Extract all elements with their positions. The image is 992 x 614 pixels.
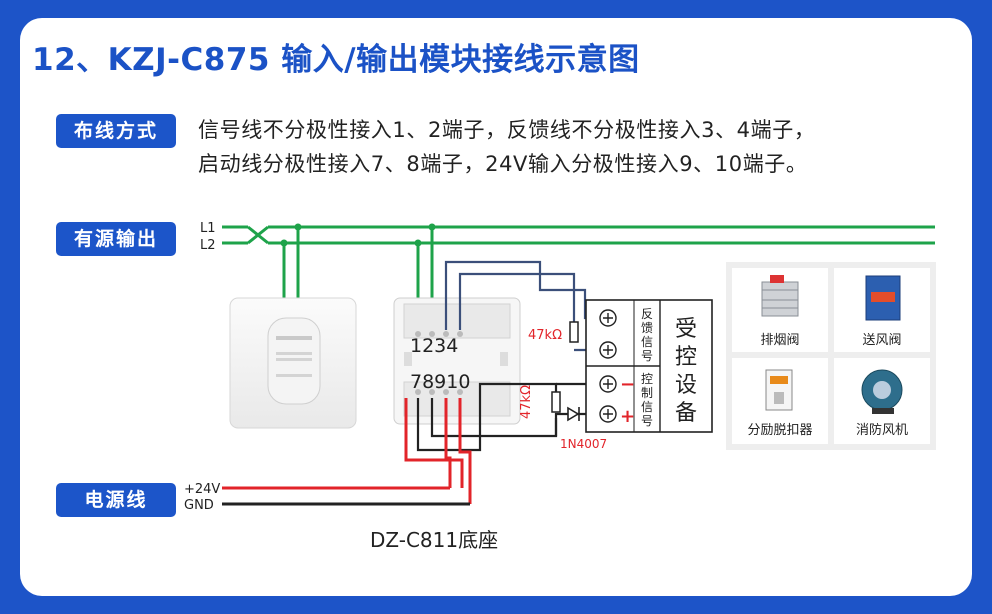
- feedback-signal-label: 反 馈 信 号: [641, 307, 653, 363]
- fire-fan-icon: [861, 369, 903, 414]
- dz-c811-base: [393, 297, 521, 425]
- svg-text:设: 设: [675, 373, 697, 398]
- wiring-method-tag: 布线方式: [56, 114, 176, 148]
- plus-terminal: +: [620, 406, 635, 427]
- svg-text:受: 受: [675, 317, 697, 342]
- diode-1n4007: [567, 406, 580, 422]
- svg-text:控: 控: [675, 345, 697, 370]
- terminal-screws: [599, 309, 617, 423]
- svg-text:信: 信: [641, 335, 653, 349]
- power-line-tag: 电源线: [56, 483, 176, 517]
- svg-text:备: 备: [675, 401, 697, 426]
- page-title: 12、KZJ-C875 输入/输出模块接线示意图: [32, 42, 640, 78]
- device-label: 分励脱扣器: [747, 423, 812, 438]
- svg-text:反: 反: [641, 307, 653, 321]
- wall-module: [229, 297, 357, 429]
- svg-text:馈: 馈: [641, 321, 653, 335]
- active-output-tag: 有源输出: [56, 222, 176, 256]
- l1-label: L1: [200, 221, 216, 236]
- control-signal-label: 控 制 信 号: [641, 372, 653, 428]
- svg-text:制: 制: [641, 386, 653, 400]
- svg-text:号: 号: [641, 349, 653, 363]
- svg-text:信: 信: [641, 400, 653, 414]
- resistor2-label: 47kΩ: [519, 385, 534, 419]
- minus-terminal: −: [620, 374, 635, 395]
- resistor1-label: 47kΩ: [528, 328, 562, 343]
- smoke-exhaust-valve-icon: [761, 275, 799, 317]
- device-panel: [726, 262, 936, 450]
- diode-label: 1N4007: [560, 437, 607, 451]
- shunt-trip-icon: [765, 369, 793, 411]
- device-label: 送风阀: [862, 333, 901, 348]
- resistor-47k-control: [551, 391, 561, 413]
- l2-label: L2: [200, 238, 216, 253]
- wiring-description-line1: 信号线不分极性接入1、2端子，反馈线不分极性接入3、4端子，: [198, 118, 816, 142]
- wiring-description-line2: 启动线分极性接入7、8端子，24V输入分极性接入9、10端子。: [198, 152, 808, 176]
- terminals-7-10: 78910: [410, 371, 470, 393]
- air-supply-valve-icon: [865, 275, 901, 321]
- svg-text:号: 号: [641, 414, 653, 428]
- device-labels: 排烟阀 送风阀 分励脱扣器 消防风机: [747, 333, 908, 438]
- device-label: 排烟阀: [760, 333, 799, 348]
- svg-text:控: 控: [641, 372, 653, 386]
- device-label: 消防风机: [856, 422, 908, 438]
- controlled-device-label: 受 控 设 备: [675, 317, 697, 426]
- base-model-label: DZ-C811底座: [370, 528, 498, 552]
- gnd-label: GND: [184, 498, 214, 513]
- terminals-1-4: 1234: [410, 335, 458, 357]
- resistor-47k-feedback: [569, 321, 579, 343]
- bus-junction-dots: [280, 223, 436, 247]
- plus-24v-label: +24V: [184, 482, 220, 497]
